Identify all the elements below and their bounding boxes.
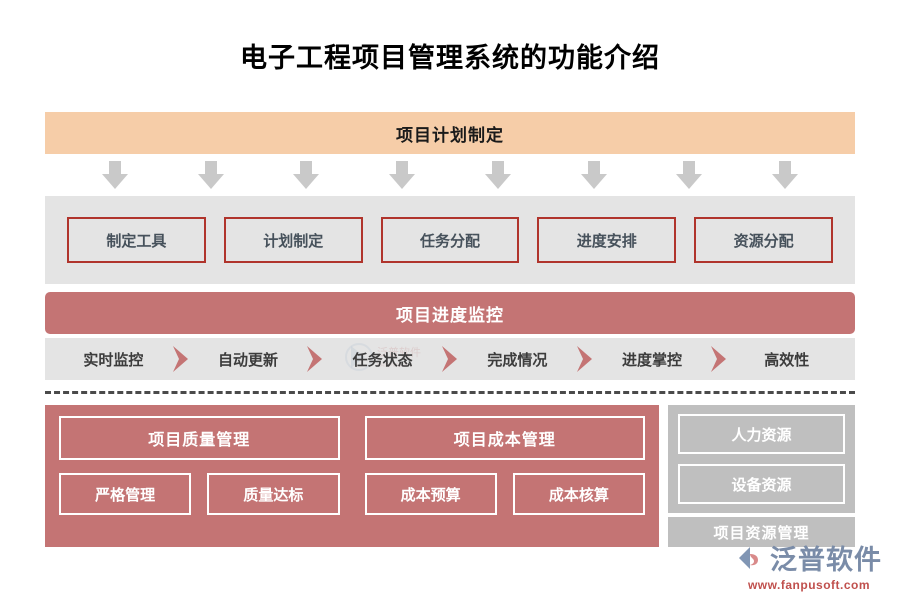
- quality-cost-panel: 项目质量管理 严格管理 质量达标 项目成本管理 成本预算 成本核算: [45, 405, 659, 547]
- chevron-right-icon: [574, 344, 596, 374]
- monitor-step-efficiency[interactable]: 高效性: [764, 351, 810, 369]
- brand-logo: 泛普软件 www.fanpusoft.com: [736, 544, 882, 592]
- brand-url: www.fanpusoft.com: [747, 578, 871, 592]
- arrow-down-icon: [389, 161, 416, 189]
- diagram-stage: 项目计划制定 制定工具 计划制定 任务分配 进度安排 资源分配 项目进度监控 泛…: [45, 112, 855, 547]
- arrow-down-icon: [293, 161, 320, 189]
- chevron-right-icon: [439, 344, 461, 374]
- watermark-icon: 泛普软件 FANPUSOFT: [345, 340, 455, 374]
- quality-group: 项目质量管理 严格管理 质量达标: [59, 416, 340, 515]
- plan-box-planning[interactable]: 计划制定: [223, 217, 363, 263]
- chevron-right-icon: [304, 344, 326, 374]
- quality-group-header: 项目质量管理: [59, 416, 340, 460]
- monitor-section-header: 项目进度监控: [45, 292, 855, 334]
- arrow-down-icon: [484, 161, 511, 189]
- arrow-down-icon: [101, 161, 128, 189]
- plan-box-row: 制定工具 计划制定 任务分配 进度安排 资源分配: [45, 196, 855, 284]
- plan-box-resource[interactable]: 资源分配: [694, 217, 833, 263]
- monitor-step-autoupdate[interactable]: 自动更新: [218, 351, 279, 369]
- plan-arrow-row: [45, 154, 855, 196]
- cost-item-accounting[interactable]: 成本核算: [512, 473, 645, 515]
- resource-item-equipment[interactable]: 设备资源: [678, 464, 845, 504]
- monitor-step-control[interactable]: 进度掌控: [622, 351, 683, 369]
- monitor-step-realtime[interactable]: 实时监控: [83, 351, 144, 369]
- plan-box-tool[interactable]: 制定工具: [67, 217, 206, 263]
- resource-panel: 人力资源 设备资源 项目资源管理: [668, 405, 855, 547]
- chevron-right-icon: [170, 344, 192, 374]
- quality-item-strict[interactable]: 严格管理: [59, 473, 192, 515]
- cost-item-budget[interactable]: 成本预算: [364, 473, 497, 515]
- svg-text:泛普软件: 泛普软件: [377, 345, 421, 359]
- plan-box-schedule[interactable]: 进度安排: [537, 217, 677, 263]
- arrow-down-icon: [580, 161, 607, 189]
- fanpu-logo-icon: [736, 544, 766, 577]
- resource-panel-footer: 项目资源管理: [668, 517, 855, 547]
- quality-item-standard[interactable]: 质量达标: [207, 473, 340, 515]
- section-divider: [45, 391, 855, 394]
- brand-name: 泛普软件: [770, 545, 882, 575]
- monitor-step-row: 泛普软件 FANPUSOFT 实时监控 自动更新 任务状态 完成情况 进度掌控 …: [45, 338, 855, 380]
- arrow-down-icon: [772, 161, 799, 189]
- monitor-step-completion[interactable]: 完成情况: [487, 351, 548, 369]
- cost-group-header: 项目成本管理: [364, 416, 645, 460]
- page-title: 电子工程项目管理系统的功能介绍: [240, 43, 660, 73]
- monitor-step-taskstatus[interactable]: 任务状态: [352, 351, 413, 369]
- cost-group: 项目成本管理 成本预算 成本核算: [364, 416, 645, 515]
- bottom-section: 项目质量管理 严格管理 质量达标 项目成本管理 成本预算 成本核算 人力资源: [45, 405, 855, 547]
- resource-item-human[interactable]: 人力资源: [678, 414, 845, 454]
- chevron-right-icon: [708, 344, 730, 374]
- plan-box-task[interactable]: 任务分配: [380, 217, 520, 263]
- arrow-down-icon: [676, 161, 703, 189]
- plan-section-header: 项目计划制定: [45, 112, 855, 154]
- svg-text:FANPUSOFT: FANPUSOFT: [377, 363, 413, 369]
- arrow-down-icon: [197, 161, 224, 189]
